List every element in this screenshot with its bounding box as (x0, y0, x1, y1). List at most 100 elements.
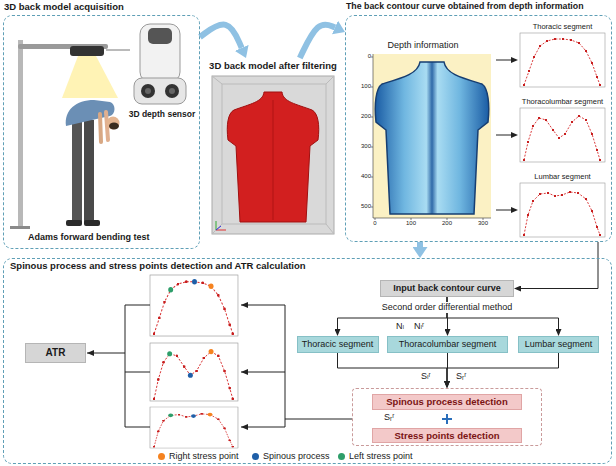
depth-map-image (373, 218, 491, 219)
plus-symbol (442, 414, 452, 424)
result-plot (150, 343, 238, 401)
result-plot (167, 351, 172, 356)
section-heading: Spinous process and stress points detect… (10, 260, 306, 271)
back-model-image (227, 92, 319, 222)
legend-item: Left stress point (338, 451, 413, 462)
acquisition-scene (70, 46, 104, 56)
person-figure (66, 220, 82, 226)
acquisition-scene (62, 56, 118, 98)
segment-plot (524, 39, 600, 85)
flow-wire (125, 305, 150, 306)
person-figure (100, 114, 101, 142)
connector (338, 353, 448, 381)
result-plot (168, 414, 173, 418)
result-plot (192, 279, 197, 284)
person-figure (84, 220, 100, 226)
segment-box: Thoracic segment (297, 336, 379, 353)
result-plot (154, 352, 233, 399)
node-label: Spinous process detection (386, 396, 507, 407)
edge-label: Second order differential method (380, 302, 514, 313)
person-figure (107, 117, 120, 130)
depth-map-image (371, 57, 483, 220)
flow-wire (241, 427, 285, 428)
person-figure (109, 123, 119, 130)
connector (300, 25, 335, 58)
depth-sensor (145, 88, 151, 94)
back-model-image (273, 100, 274, 220)
legend-item: Spinous process (252, 451, 330, 462)
back-model-image (212, 76, 334, 234)
tick-label: 300 (361, 143, 371, 150)
flow-wire (241, 305, 285, 306)
flow-wire (285, 305, 286, 427)
back-model-image (212, 76, 222, 84)
connector (417, 242, 423, 247)
segment-plot (520, 183, 605, 237)
person-figure (84, 120, 94, 222)
tick-label: 100 (406, 220, 416, 227)
plus-symbol (446, 414, 448, 424)
legend-swatch (252, 453, 259, 460)
node-label: Sᵣʳ (384, 412, 394, 423)
tick-label: 400 (361, 173, 371, 180)
legend-swatch (158, 453, 165, 460)
legend-item: Right stress point (158, 451, 239, 462)
depth-map-image (373, 54, 374, 218)
acquisition-scene (106, 50, 130, 51)
back-model-image (326, 224, 334, 234)
depth-map: Depth information (350, 38, 496, 236)
contour-plot: Thoracic segment (518, 20, 607, 88)
result-plot (191, 414, 196, 418)
node-label: Thoracic segment (302, 339, 374, 350)
depth-map-image (371, 54, 491, 220)
depth-sensor (165, 84, 179, 98)
result-plot (150, 407, 238, 448)
node-label: 3D back model after filtering (206, 58, 340, 71)
connector (447, 353, 559, 381)
legend-text: Right stress point (169, 451, 239, 462)
flow-wire (125, 305, 126, 427)
connector (496, 135, 511, 136)
back-model-image (216, 221, 217, 230)
acquisition-scene (10, 226, 30, 229)
back-model-image (326, 76, 334, 84)
segment-plot (520, 108, 605, 162)
figure-caption: Adams forward bending test (28, 232, 150, 243)
result-plot (208, 413, 213, 417)
result-plot (209, 284, 214, 289)
flow-wire (125, 372, 150, 373)
result-plot (150, 343, 238, 401)
node-label: Lumbar segment (518, 170, 607, 181)
symbol-label: Sᵣʳ (456, 371, 466, 382)
back-model-image (212, 76, 334, 234)
connector (521, 242, 598, 289)
legend-text: Left stress point (349, 451, 413, 462)
connector (496, 60, 511, 61)
node-label: Thoracolumbar segment (399, 339, 497, 350)
connector (496, 210, 511, 211)
back-model-image (222, 84, 326, 224)
input-box: Input back contour curve (380, 280, 514, 297)
node-label: Thoracolumbar segment (518, 95, 607, 106)
result-plot (154, 282, 233, 334)
tick-label: 200 (361, 113, 371, 120)
depth-sensor (134, 78, 186, 104)
node-label: Lumbar segment (525, 339, 593, 350)
depth-sensor (169, 88, 175, 94)
contour-plot: Thoracolumbar segment (518, 95, 607, 163)
tick-label: 100 (361, 83, 371, 90)
depth-sensor (134, 24, 186, 104)
flow-wire (241, 372, 285, 373)
tick-label: 500 (361, 203, 371, 210)
depth-sensor (141, 84, 155, 98)
segment-box: Thoracolumbar segment (387, 336, 508, 353)
segment-plot (524, 192, 600, 235)
connector (200, 25, 242, 48)
legend-text: Spinous process (263, 451, 330, 462)
node-label: Thoracic segment (518, 20, 607, 31)
section-panel: Spinous process and stress points detect… (3, 258, 612, 464)
contour-plot: Lumbar segment (518, 170, 607, 238)
segment-plot (520, 33, 605, 87)
back-model-image (216, 230, 226, 231)
